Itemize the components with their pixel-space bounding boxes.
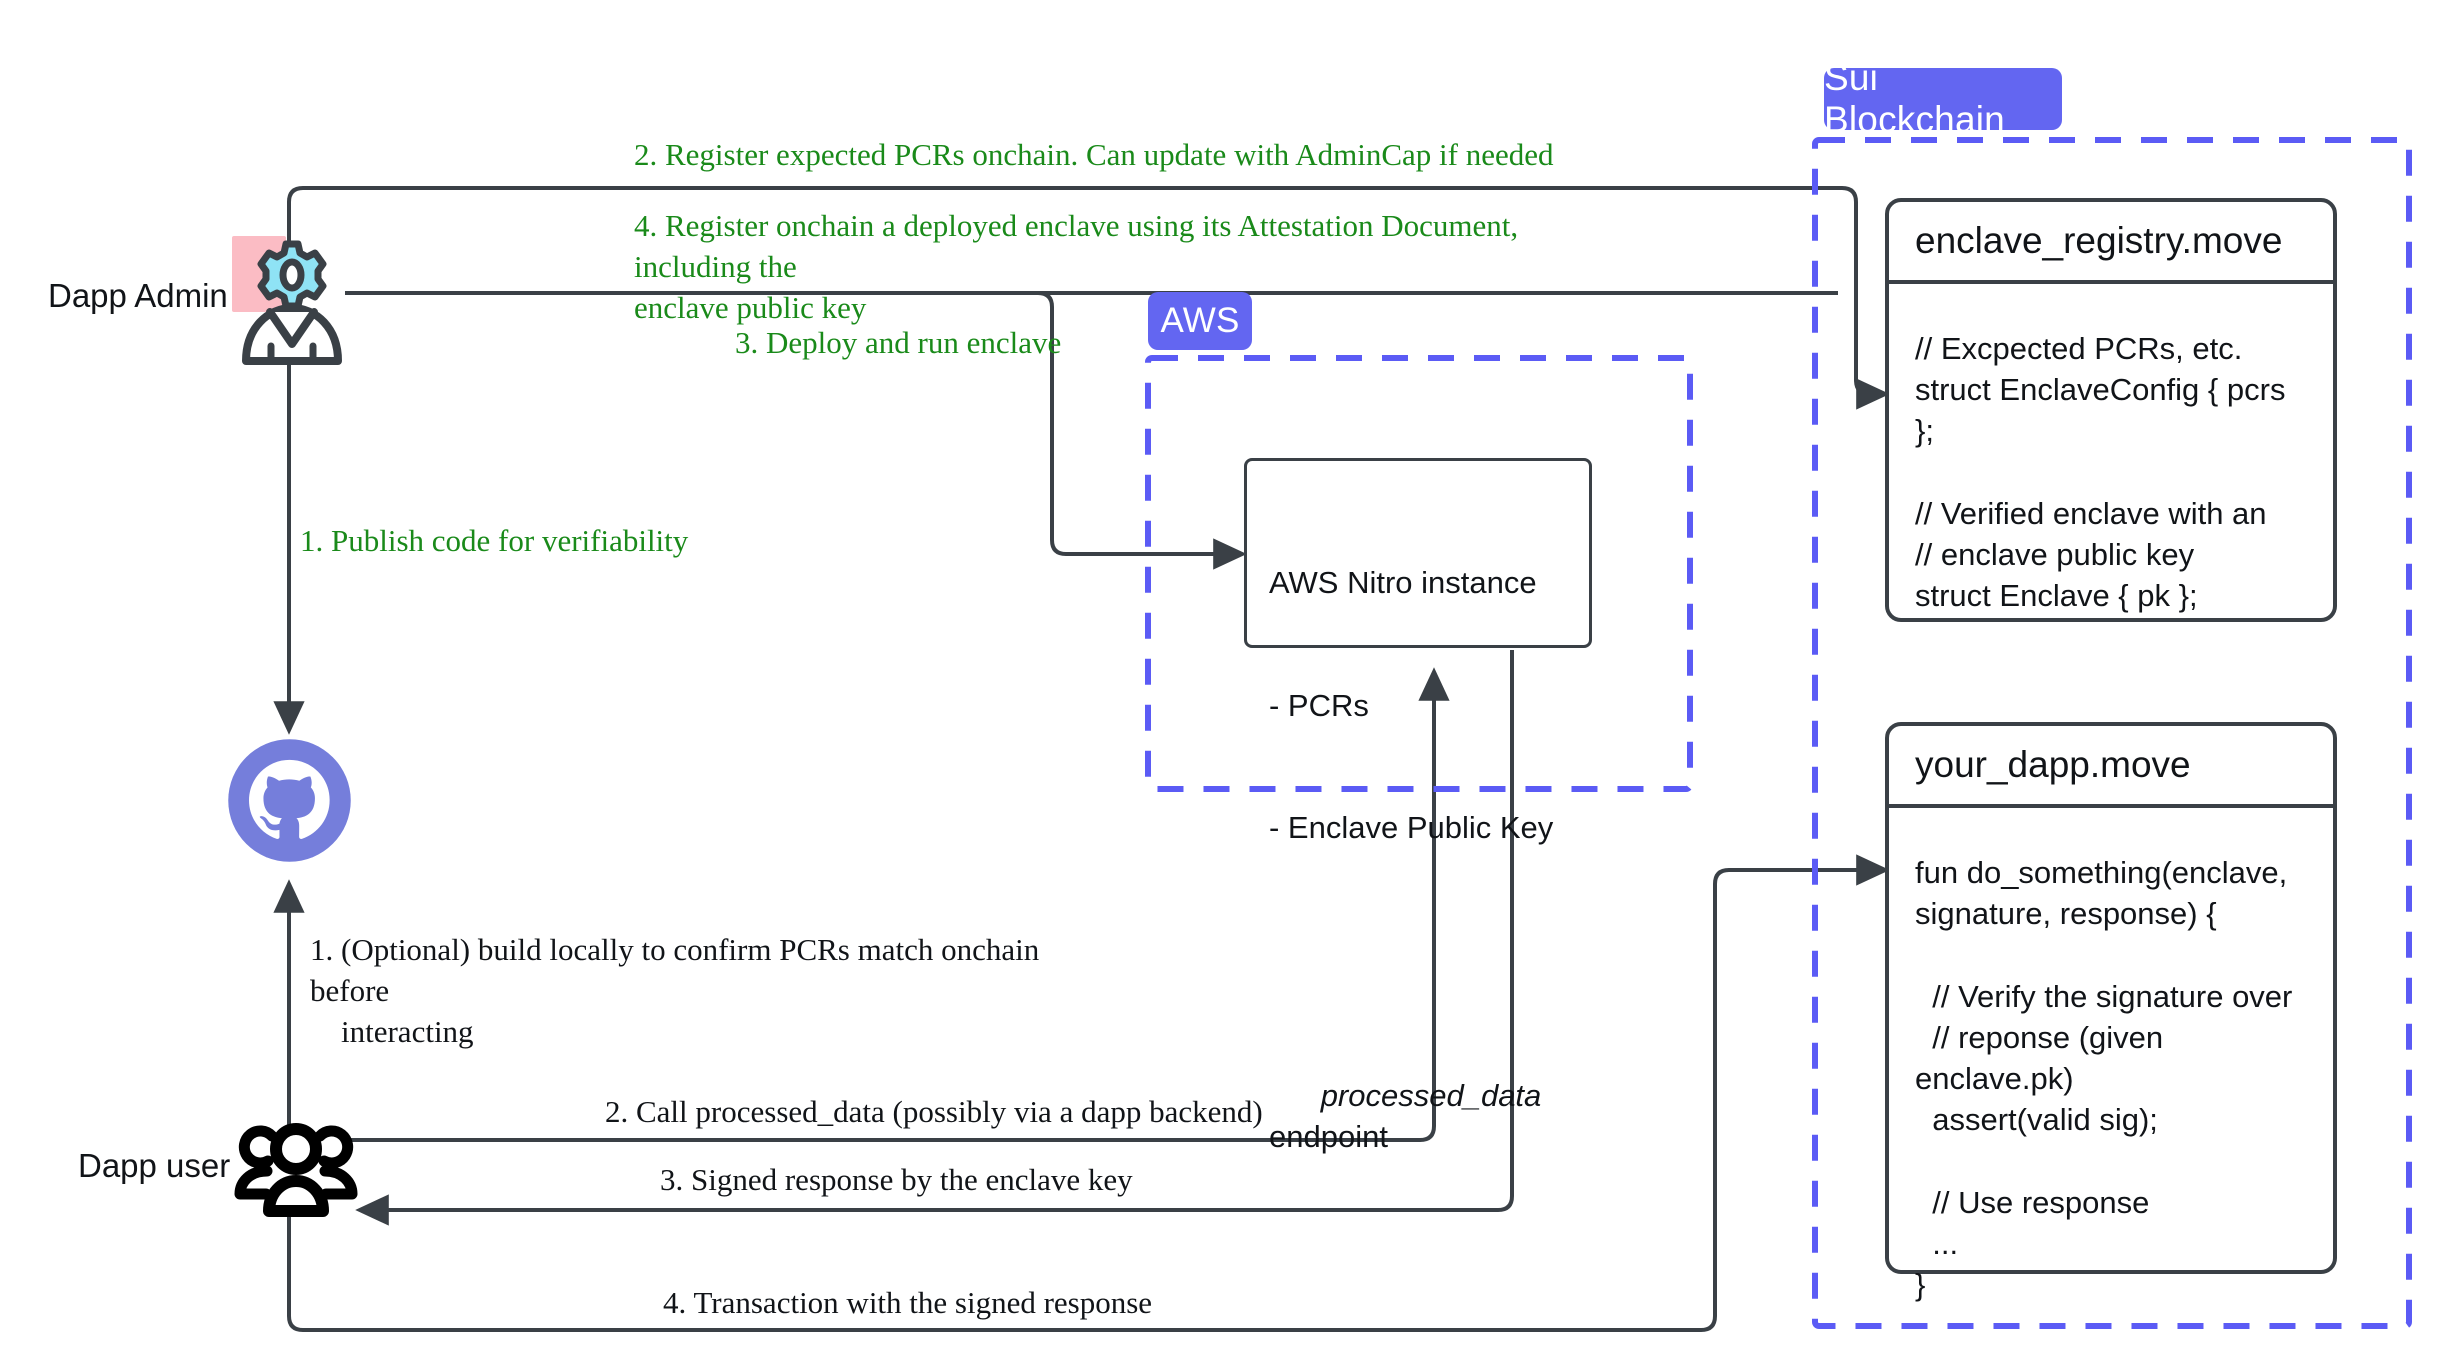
nitro-line-0: AWS Nitro instance xyxy=(1269,564,1537,600)
enclave-registry-body: // Excpected PCRs, etc. struct EnclaveCo… xyxy=(1915,331,2286,614)
badge-aws: AWS xyxy=(1148,292,1252,350)
edge-label-register-pcrs: 2. Register expected PCRs onchain. Can u… xyxy=(634,137,1554,172)
aws-boundary xyxy=(1145,355,1693,792)
edge-label-build-locally: 1. (Optional) build locally to confirm P… xyxy=(310,932,1040,1049)
nitro-line-2: - Enclave Public Key xyxy=(1269,810,1554,846)
nitro-line-1: - PCRs xyxy=(1269,687,1369,723)
sui-blockchain-boundary xyxy=(1812,137,2412,1329)
edge-transaction xyxy=(287,854,1890,1332)
enclave-registry-title: enclave_registry.move xyxy=(1889,202,2333,284)
users-group-icon xyxy=(228,1108,364,1218)
your-dapp-title: your_dapp.move xyxy=(1889,726,2333,808)
nitro-endpoint-line: processed_data endpoint xyxy=(1269,1035,1571,1199)
edge-label-call-processed-data: 2. Call processed_data (possibly via a d… xyxy=(605,1094,1263,1129)
your-dapp-card: your_dapp.move fun do_something(enclave,… xyxy=(1885,722,2337,1302)
edge-deploy-enclave xyxy=(345,291,1247,570)
enclave-registry-card: enclave_registry.move // Excpected PCRs,… xyxy=(1885,198,2337,622)
gear-person-icon xyxy=(230,228,354,366)
aws-nitro-instance-box: AWS Nitro instance - PCRs - Enclave Publ… xyxy=(1244,458,1592,1154)
edge-call-processed-data xyxy=(345,667,1450,1142)
edge-signed-response xyxy=(355,650,1514,1226)
badge-sui-blockchain: Sui Blockchain xyxy=(1824,57,2062,140)
edge-register-pcrs xyxy=(287,186,1890,410)
dapp-admin-label: Dapp Admin xyxy=(48,277,228,314)
edge-label-publish-code: 1. Publish code for verifiability xyxy=(300,523,689,558)
edge-label-register-enclave: 4. Register onchain a deployed enclave u… xyxy=(634,208,1519,325)
dapp-user-label: Dapp user xyxy=(78,1147,231,1184)
edge-label-transaction: 4. Transaction with the signed response xyxy=(663,1285,1153,1320)
edge-label-signed-response: 3. Signed response by the enclave key xyxy=(660,1162,1133,1197)
your-dapp-body: fun do_something(enclave, signature, res… xyxy=(1915,855,2293,1303)
processed-data-endpoint-name: processed_data xyxy=(1320,1077,1542,1113)
processed-data-endpoint-suffix: endpoint xyxy=(1269,1077,1550,1154)
github-icon xyxy=(227,738,352,863)
edge-label-deploy-enclave: 3. Deploy and run enclave xyxy=(735,325,1062,360)
